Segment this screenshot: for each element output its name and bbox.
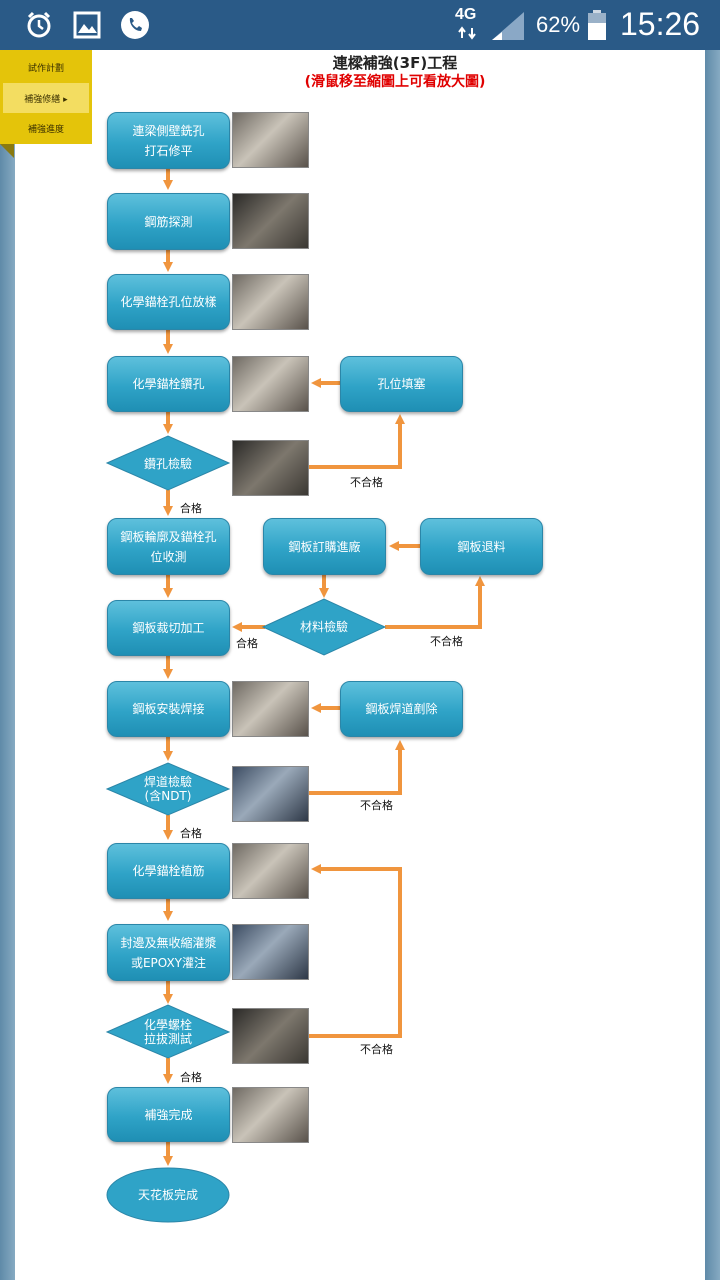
- step-mill-and-chisel: 連梁側壁銑孔 打石修平: [107, 112, 230, 169]
- menu-fold-corner: [0, 144, 14, 158]
- image-icon: [73, 11, 101, 39]
- status-bar: 4G 62% 15:26: [0, 0, 720, 50]
- photo-thumbnail[interactable]: [232, 681, 309, 737]
- label-pass: 合格: [236, 637, 258, 650]
- step-anchor-layout: 化學錨栓孔位放樣: [107, 274, 230, 330]
- data-arrows-icon: [458, 26, 476, 40]
- step-plate-outline-survey: 鋼板輪廓及錨栓孔 位收測: [107, 518, 230, 575]
- clock: 15:26: [620, 6, 701, 42]
- step-anchor-drilling: 化學錨栓鑽孔: [107, 356, 230, 412]
- menu-item-reinforcement-repair[interactable]: 補強修繕 ▸: [3, 83, 89, 113]
- step-fill-holes: 孔位填塞: [340, 356, 463, 412]
- signal-icon: [492, 12, 524, 40]
- menu-item-trial-plan[interactable]: 試作計劃: [27, 63, 64, 74]
- decision-pull-test: 化學螺栓 拉拔測試: [143, 1018, 192, 1046]
- step-grouting: 封邊及無收縮灌漿 或EPOXY灌注: [107, 924, 230, 981]
- step-plate-cutting: 鋼板裁切加工: [107, 600, 230, 656]
- diamond-material-inspection: [261, 598, 387, 656]
- photo-thumbnail[interactable]: [232, 440, 309, 496]
- label-fail: 不合格: [350, 476, 383, 489]
- step-plate-return: 鋼板退料: [420, 518, 543, 575]
- battery-percent: 62%: [536, 12, 581, 37]
- right-background: [705, 50, 720, 1280]
- step-anchor-rebar-planting: 化學錨栓植筋: [107, 843, 230, 899]
- label-fail: 不合格: [360, 799, 393, 812]
- content-area[interactable]: [15, 50, 705, 1280]
- terminator-shape: [106, 1167, 230, 1223]
- diamond-drill-inspection: [105, 435, 231, 491]
- decision-drill-inspection: 鑽孔檢驗: [143, 457, 192, 471]
- label-fail: 不合格: [360, 1043, 393, 1056]
- diamond-pull-test: [105, 1004, 231, 1059]
- step-plate-order: 鋼板訂購進廠: [263, 518, 386, 575]
- photo-thumbnail[interactable]: [232, 274, 309, 330]
- step-plate-welding: 鋼板安裝焊接: [107, 681, 230, 737]
- step-reinforcement-complete: 補強完成: [107, 1087, 230, 1142]
- diamond-weld-inspection: [105, 762, 231, 816]
- battery-icon: [588, 10, 606, 40]
- side-menu: 試作計劃 補強修繕 ▸ 補強進度: [0, 50, 92, 144]
- network-type: 4G: [455, 6, 477, 23]
- step-weld-removal: 鋼板焊道剷除: [340, 681, 463, 737]
- photo-thumbnail[interactable]: [232, 1087, 309, 1143]
- photo-thumbnail[interactable]: [232, 924, 309, 980]
- step-rebar-detection: 鋼筋探測: [107, 193, 230, 250]
- photo-thumbnail[interactable]: [232, 843, 309, 899]
- photo-thumbnail[interactable]: [232, 112, 309, 168]
- photo-thumbnail[interactable]: [232, 766, 309, 822]
- photo-thumbnail[interactable]: [232, 1008, 309, 1064]
- decision-weld-inspection: 焊道檢驗 (含NDT): [143, 775, 192, 803]
- menu-item-reinforcement-progress[interactable]: 補強進度: [27, 124, 64, 135]
- label-fail: 不合格: [430, 635, 463, 648]
- label-pass: 合格: [180, 827, 202, 840]
- left-background: [0, 50, 15, 1280]
- label-pass: 合格: [180, 502, 202, 515]
- page-subtitle: (滑鼠移至縮圖上可看放大圖): [304, 74, 486, 90]
- photo-thumbnail[interactable]: [232, 193, 309, 249]
- label-pass: 合格: [180, 1071, 202, 1084]
- photo-thumbnail[interactable]: [232, 356, 309, 412]
- phone-icon: [121, 11, 149, 39]
- page-title: 連樑補強(3F)工程: [332, 54, 458, 72]
- terminator-ceiling-complete: 天花板完成: [137, 1188, 198, 1202]
- alarm-icon: [27, 11, 51, 38]
- decision-material-inspection: 材料檢驗: [299, 620, 348, 634]
